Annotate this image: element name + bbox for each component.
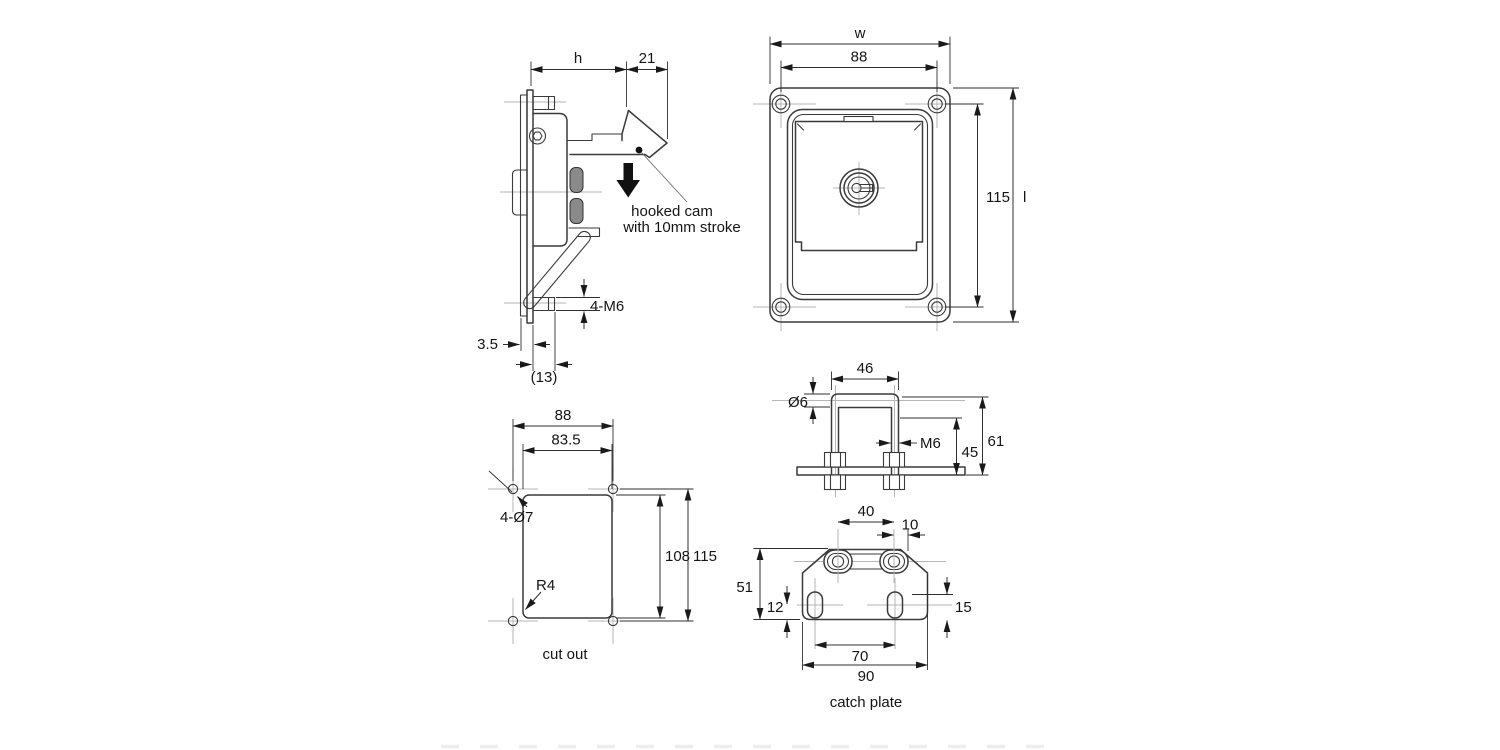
mounting-flange [526, 89, 534, 324]
dim-4-dia7-label: 4-Ø7 [500, 509, 533, 526]
dim-21-label: 21 [639, 50, 656, 67]
dim-40-label: 40 [858, 503, 875, 520]
paddle-handle [794, 120, 924, 252]
gasket-plate [519, 94, 528, 317]
panel-cutout-outline [522, 494, 613, 619]
dim-15-label: 15 [955, 599, 972, 616]
paddle-recess-inner [791, 113, 929, 296]
catch-plate-view: 40 10 51 12 15 70 90 catch plate [736, 503, 971, 711]
drill-hole [607, 483, 619, 495]
front-flange-plate [769, 87, 951, 323]
cam-reference-dot [635, 146, 643, 154]
dim-4-m6-label: 4-M6 [590, 298, 624, 315]
cam-arm-top [566, 133, 623, 142]
drill-hole [607, 615, 619, 627]
dim-dia6-label: Ø6 [788, 394, 808, 411]
screw-head [528, 127, 547, 145]
side-view: hooked cam with 10mm stroke h 21 4-M6 3.… [477, 50, 741, 386]
dim-83-5-label: 83.5 [551, 432, 580, 449]
dim-45-label: 45 [962, 444, 979, 461]
screw-hex-socket [532, 131, 543, 141]
dim-51-label: 51 [736, 579, 753, 596]
dim-l-label: l [1023, 189, 1026, 206]
dim-h-label: h [574, 50, 582, 67]
dim-r4-label: R4 [536, 577, 555, 594]
dim-m6-label: M6 [920, 435, 941, 452]
dim-3-5-label: 3.5 [477, 336, 498, 353]
dim-115-label: 115 [693, 548, 717, 565]
cutout-view: 88 83.5 108 115 4-Ø7 R4 cut out [488, 407, 717, 663]
dim-61-label: 61 [988, 433, 1005, 450]
dim-13-label: (13) [531, 369, 558, 386]
u-bolt-view: 46 Ø6 M6 45 61 [772, 360, 1004, 497]
cam-stroke-down-arrow-icon [616, 163, 640, 198]
front-view: w 88 115 l [753, 25, 1026, 331]
cutout-caption: cut out [542, 646, 588, 663]
hex-nuts [823, 451, 906, 491]
u-bolt-outer [830, 393, 900, 490]
lock-cylinder-side [511, 169, 528, 216]
hooked-cam-note-line1: hooked cam [631, 203, 713, 220]
slot-hole [886, 591, 904, 619]
dim-10-label: 10 [902, 517, 919, 534]
dim-88-label: 88 [555, 407, 572, 424]
paddle-recess-outer [786, 108, 934, 301]
slot-hole [806, 591, 824, 619]
dim-12-label: 12 [767, 599, 784, 616]
latch-housing [532, 112, 568, 247]
mounting-stud-top [532, 95, 556, 111]
drill-hole [507, 615, 519, 627]
mounting-stud-bottom [532, 296, 556, 312]
back-bracket [568, 227, 601, 238]
catch-plate-caption: catch plate [830, 694, 903, 711]
paddle-open-side [523, 230, 591, 310]
key-lock-cylinder [839, 168, 879, 208]
dim-46-label: 46 [857, 360, 874, 377]
u-bolt-inner [837, 406, 893, 490]
dim-w-label: w [854, 25, 866, 42]
cam-roller-lower [569, 198, 584, 224]
dim-88-label: 88 [851, 49, 868, 66]
cam-roller-upper [569, 167, 584, 193]
clamp-plate [796, 466, 966, 476]
hooked-cam [621, 109, 668, 159]
dim-70-label: 70 [852, 648, 869, 665]
dim-108-label: 108 [665, 548, 690, 565]
dim-90-label: 90 [858, 668, 875, 685]
paddle-top-tab [843, 115, 874, 123]
catch-plate-outline [801, 548, 929, 621]
dim-115-label: 115 [986, 189, 1010, 206]
hooked-cam-note-line2: with 10mm stroke [622, 219, 741, 236]
note-leader-line [641, 152, 688, 203]
